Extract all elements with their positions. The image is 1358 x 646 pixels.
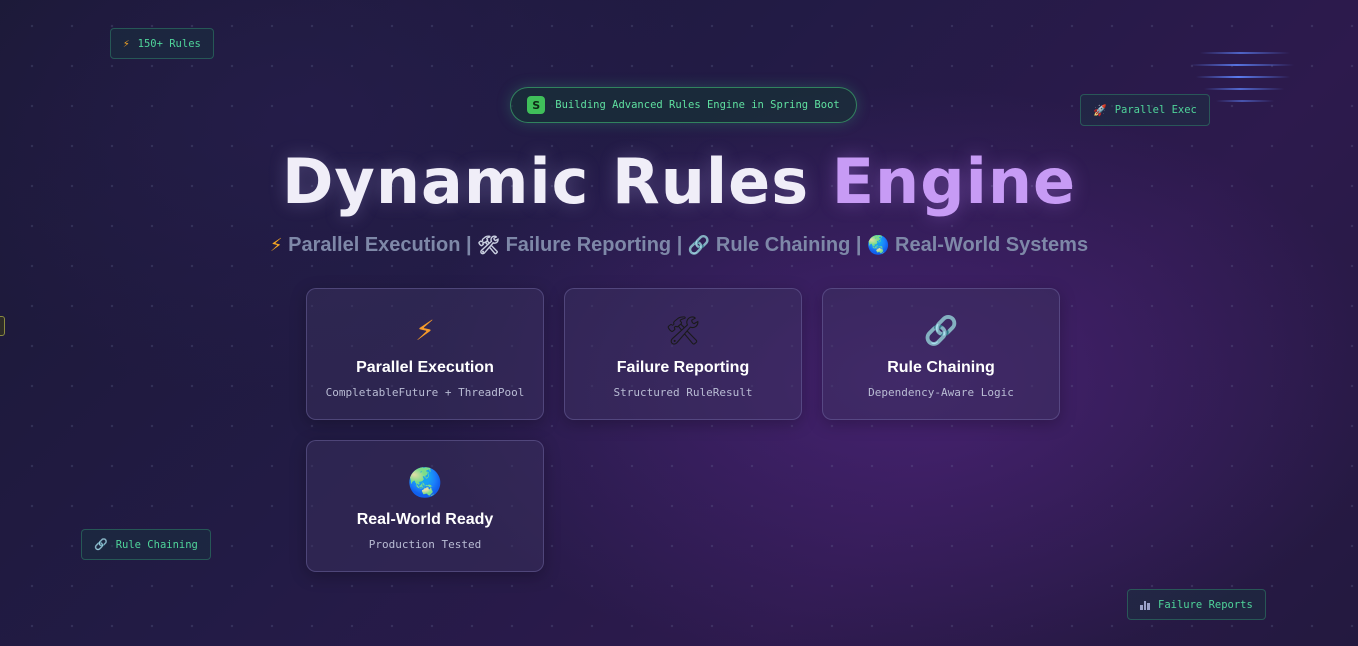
card-subtitle: CompletableFuture + ThreadPool bbox=[325, 386, 525, 399]
tools-icon: 🛠 bbox=[477, 235, 501, 255]
title-part-2: Engine bbox=[831, 145, 1077, 218]
floating-tag-rules: ⚡ 150+ Rules bbox=[110, 28, 214, 59]
card-title: Rule Chaining bbox=[887, 359, 995, 376]
floating-tag-label: 150+ Rules bbox=[137, 37, 201, 50]
feature-card-real-world-ready: 🌏 Real-World Ready Production Tested bbox=[306, 440, 544, 572]
feature-subtitle: ⚡ Parallel Execution | 🛠 Failure Reporti… bbox=[0, 234, 1358, 257]
card-subtitle: Dependency-Aware Logic bbox=[868, 386, 1014, 399]
link-icon: 🔗 bbox=[687, 235, 711, 255]
globe-icon: 🌏 bbox=[867, 235, 890, 255]
subtitle-separator: | bbox=[855, 234, 862, 256]
edge-marker bbox=[0, 316, 5, 336]
floating-tag-failure: Failure Reports bbox=[1127, 589, 1266, 620]
bar-chart-icon bbox=[1140, 600, 1151, 610]
feature-card-rule-chaining: 🔗 Rule Chaining Dependency-Aware Logic bbox=[822, 288, 1060, 420]
globe-icon: 🌏 bbox=[407, 467, 443, 498]
speed-lines-decoration bbox=[1190, 52, 1294, 104]
link-icon: 🔗 bbox=[94, 538, 108, 551]
title-part-1: Dynamic Rules bbox=[281, 145, 810, 218]
subtitle-item: Rule Chaining bbox=[715, 234, 851, 256]
floating-tag-label: Parallel Exec bbox=[1114, 104, 1197, 116]
rocket-icon: 🚀 bbox=[1093, 103, 1107, 117]
floating-tag-label: Failure Reports bbox=[1158, 598, 1253, 611]
subtitle-separator: | bbox=[465, 234, 472, 256]
card-subtitle: Structured RuleResult bbox=[613, 386, 753, 399]
badge-text: Building Advanced Rules Engine in Spring… bbox=[555, 99, 840, 111]
link-icon: 🔗 bbox=[923, 315, 959, 346]
lightning-icon: ⚡ bbox=[415, 315, 435, 346]
feature-card-parallel-execution: ⚡ Parallel Execution CompletableFuture +… bbox=[306, 288, 544, 420]
card-title: Failure Reporting bbox=[616, 359, 750, 376]
lightning-icon: ⚡ bbox=[269, 235, 283, 255]
card-subtitle: Production Tested bbox=[368, 538, 482, 551]
spring-boot-badge: S Building Advanced Rules Engine in Spri… bbox=[510, 87, 857, 123]
card-title: Real-World Ready bbox=[356, 511, 494, 528]
spring-logo-icon: S bbox=[527, 96, 546, 114]
subtitle-item: Parallel Execution bbox=[288, 234, 461, 256]
tools-icon: 🛠 bbox=[665, 315, 701, 346]
lightning-icon: ⚡ bbox=[123, 37, 130, 50]
floating-tag-label: Rule Chaining bbox=[115, 538, 198, 551]
page-title: Dynamic Rules Engine bbox=[0, 146, 1358, 218]
floating-tag-chaining: 🔗 Rule Chaining bbox=[81, 529, 211, 560]
subtitle-item: Real-World Systems bbox=[895, 234, 1089, 256]
card-title: Parallel Execution bbox=[356, 359, 494, 376]
subtitle-item: Failure Reporting bbox=[505, 234, 672, 256]
subtitle-separator: | bbox=[676, 234, 683, 256]
feature-card-failure-reporting: 🛠 Failure Reporting Structured RuleResul… bbox=[564, 288, 802, 420]
floating-tag-parallel: 🚀 Parallel Exec bbox=[1080, 94, 1210, 126]
